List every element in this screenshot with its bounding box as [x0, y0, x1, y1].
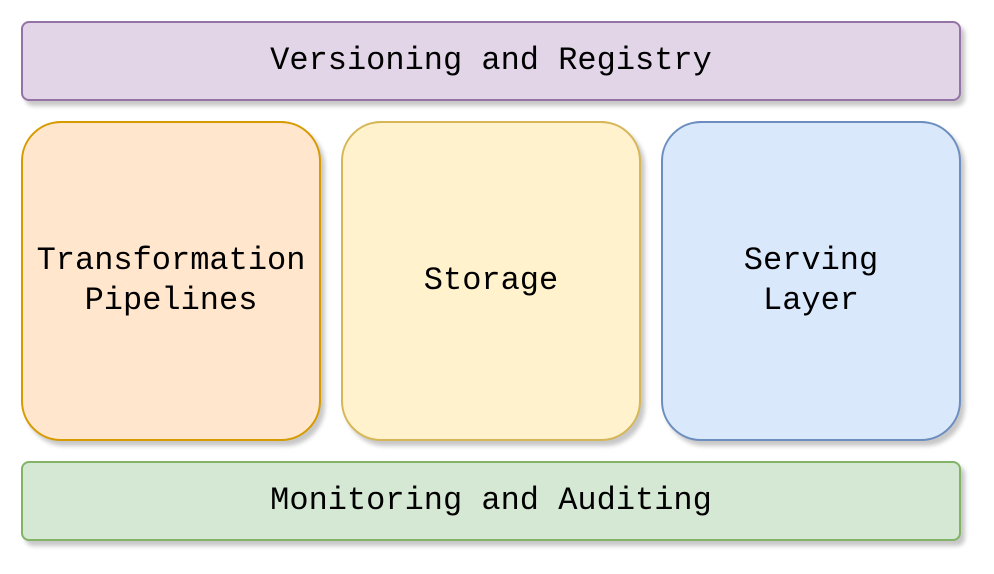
storage-label: Storage	[423, 262, 559, 299]
monitoring-auditing-block: Monitoring and Auditing	[21, 461, 961, 541]
serving-layer-label: Serving Layer	[743, 242, 879, 319]
monitoring-auditing-label: Monitoring and Auditing	[270, 482, 712, 519]
transformation-pipelines-label: Transformation Pipelines	[36, 242, 306, 319]
transformation-pipelines-block: Transformation Pipelines	[21, 121, 321, 441]
versioning-registry-block: Versioning and Registry	[21, 21, 961, 101]
storage-block: Storage	[341, 121, 641, 441]
serving-layer-block: Serving Layer	[661, 121, 961, 441]
versioning-registry-label: Versioning and Registry	[270, 42, 712, 79]
